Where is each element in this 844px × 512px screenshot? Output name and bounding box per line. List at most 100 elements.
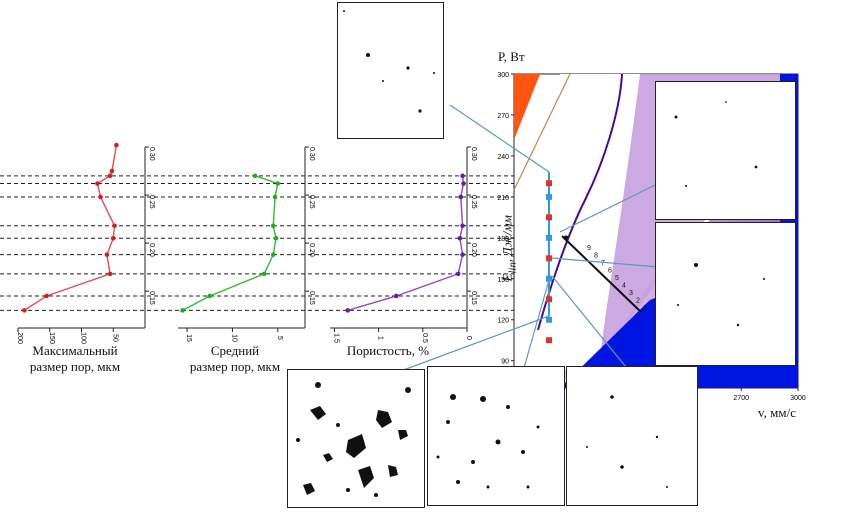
y-tick-label: 0.25 [148,195,155,209]
data-point [460,252,465,257]
data-point [270,223,276,229]
power-axis-label: P, Вт [498,49,525,64]
map-y-tick-label: 90 [501,359,509,366]
micrograph-bottom-right-pores [586,395,668,488]
map-x-tick-label: 3000 [790,395,806,402]
data-point [252,173,258,179]
data-point [460,173,465,179]
energy-line-label: 7 [601,260,605,267]
energy-line-label: 2 [636,298,640,305]
connector-right-mid [551,257,671,269]
measurement-marker [546,193,552,200]
measurement-marker [546,337,552,344]
energy-line-start [563,235,569,241]
porosity-label: Пористость, % [346,343,430,358]
series-line [23,144,118,311]
y-tick-label: 0.20 [308,243,315,257]
connector-right-top [559,184,656,233]
data-point [458,194,464,200]
measurement-marker [546,214,552,221]
map-y-tick-label: 240 [497,154,509,161]
x-tick-label: 0 [465,336,472,340]
map-axis-ticks: 90120150180210240270300240027003000 [497,72,806,402]
micrograph-bottom-left [287,369,425,508]
energy-line-label: 5 [615,275,619,282]
series-line [182,175,279,312]
x-tick-label: 1.5 [332,333,339,343]
data-point [109,168,115,174]
micrograph-bottom-left-pores [296,382,411,497]
speed-axis-label: v, мм/с [758,405,796,420]
porosity-plot: 1.5 1 0.5 0 0.15 0.20 0.25 0.30 [330,146,477,343]
energy-line-label: 6 [608,268,612,275]
micrograph-bottom-mid-pores [436,394,540,489]
micrograph-top-pores [343,10,435,113]
data-point [270,252,276,257]
energy-line [561,235,642,313]
y-tick-label: 0.25 [308,195,315,209]
data-point [272,194,278,200]
data-point [275,181,281,186]
map-y-tick-label: 150 [497,277,509,284]
y-tick-label: 0.15 [470,291,477,305]
map-y-tick-label: 210 [497,195,509,202]
energy-axis-label-sub: lin [506,262,519,274]
connector-bottom-right [551,275,631,373]
data-point [44,293,49,299]
micrograph-connectors [397,104,671,383]
balling-region [514,74,540,140]
data-point [107,271,113,277]
data-point [114,142,119,148]
data-point [461,181,466,186]
max-pore-size-label: Максимальный размер пор, мкм [29,343,121,374]
energy-line-label: 1 [643,305,647,312]
data-point [457,236,463,241]
y-tick-label: 0.30 [470,147,477,161]
y-tick-label: 0.30 [308,147,315,161]
data-point [261,271,267,277]
y-tick-label: 0.20 [148,243,155,257]
series-line [347,175,465,312]
energy-axis-label-unit: , Дж/мм [499,215,515,263]
x-tick-label: 5 [276,336,283,340]
energy-axis-label-main: E [499,273,515,282]
map-y-tick-label: 180 [497,236,509,243]
data-point [393,293,399,299]
x-tick-label: 0.5 [421,333,428,343]
energy-line-label: 4 [622,283,626,290]
x-tick-label: 1 [377,336,384,340]
data-point [345,308,350,313]
keyhole-region-light [530,74,640,360]
measurement-marker [546,296,552,303]
measurement-marker [546,255,552,262]
measurement-marker [546,316,552,323]
measurement-marker [546,234,552,241]
micrograph-right-bottom-pores [677,263,765,327]
data-point [207,293,213,299]
data-point [107,173,113,179]
micrograph-right-top [655,81,796,220]
micrograph-bottom-right [566,366,698,506]
y-tick-label: 0.20 [470,243,477,257]
data-point [110,236,116,241]
connector-top [449,104,550,173]
measurement-markers [546,180,552,344]
energy-line-label: 8 [594,253,598,260]
map-y-tick-label: 270 [497,113,509,120]
data-point [455,271,461,277]
lack-of-fusion-boundary [537,73,623,331]
x-tick-label: 100 [80,332,87,344]
x-tick-label: 200 [16,332,23,344]
micrograph-top [337,2,444,139]
data-point [273,236,279,241]
energy-axis-label: Elin, Дж/мм [500,193,521,303]
connector-bottom-mid [519,279,550,383]
data-point [180,308,185,313]
data-point [22,308,27,313]
x-tick-label: 150 [48,332,55,344]
x-tick-label: 15 [185,334,192,342]
y-tick-label: 0.25 [470,195,477,209]
mean-pore-size-label: Средний размер пор, мкм [189,343,281,374]
